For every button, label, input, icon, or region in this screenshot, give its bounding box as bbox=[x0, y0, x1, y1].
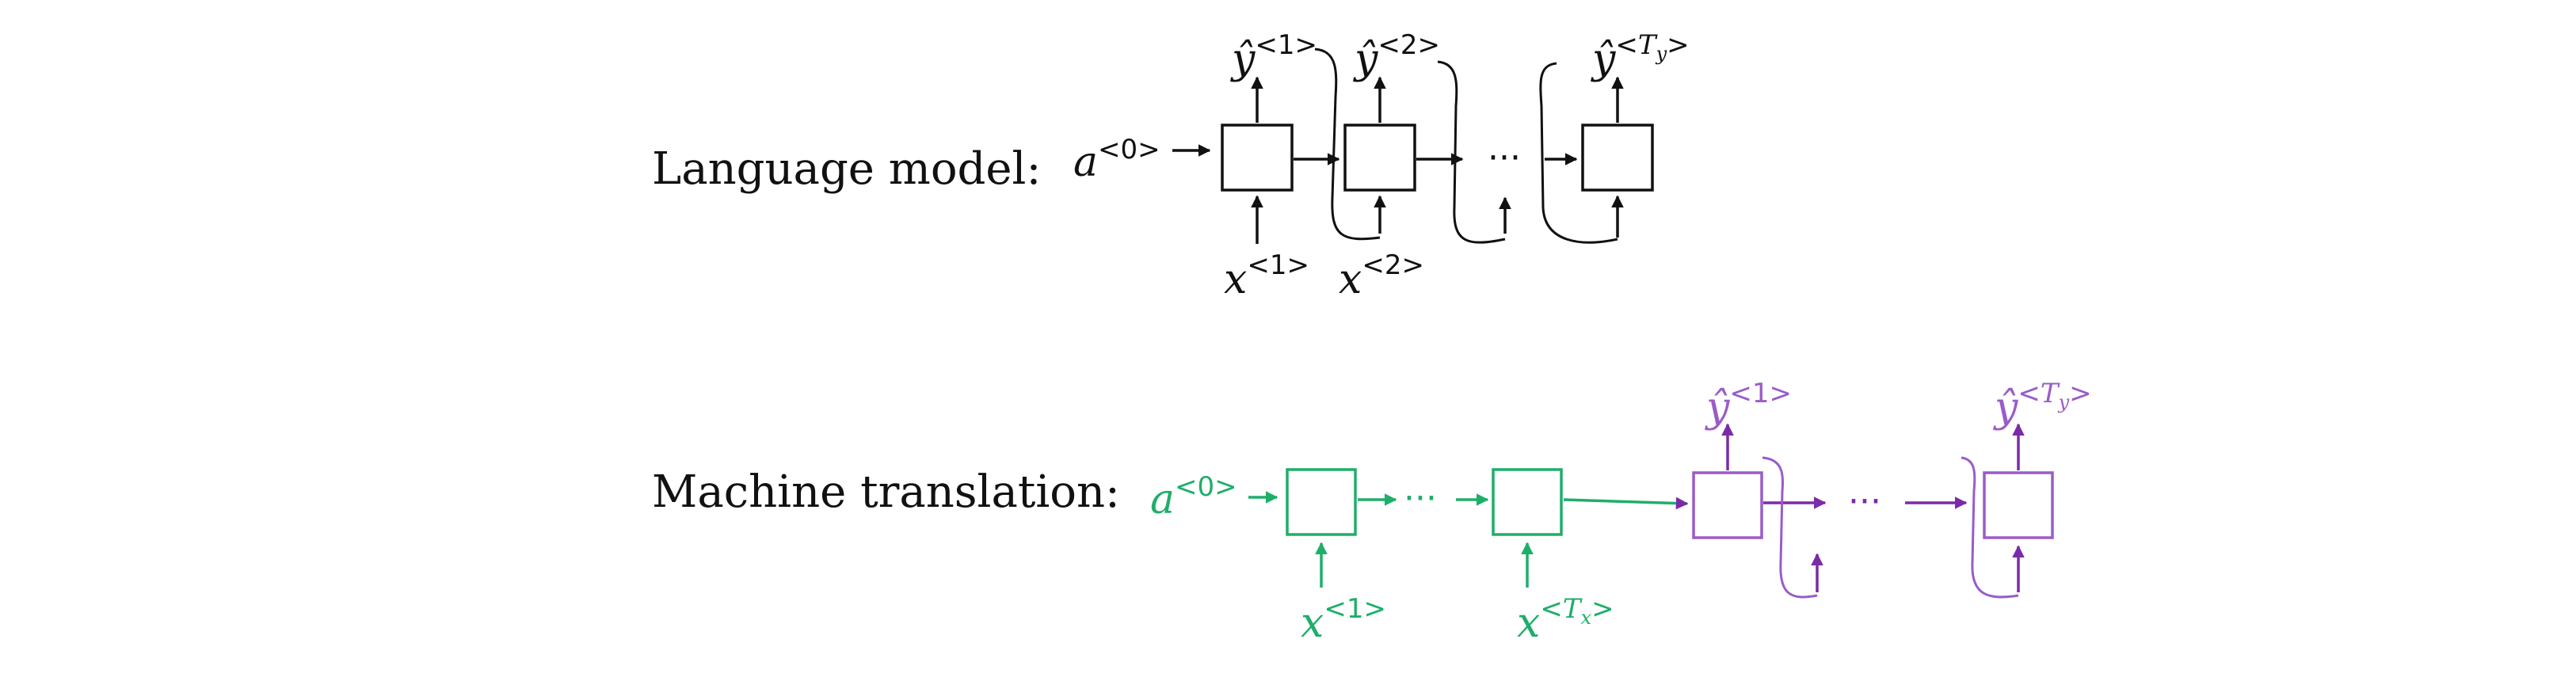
mt-xtx-label: x<Tx> bbox=[1517, 593, 1614, 647]
lm-x2-label: x<2> bbox=[1339, 249, 1424, 303]
lm-a0-label: a<0> bbox=[1073, 134, 1160, 186]
machine-translation-label: Machine translation: bbox=[652, 466, 1120, 518]
mt-a0-label: a<0> bbox=[1150, 471, 1237, 523]
lm-yty-label: ŷ<Ty> bbox=[1591, 29, 1690, 83]
lm-ellipsis: ··· bbox=[1488, 138, 1521, 178]
language-model-label: Language model: bbox=[652, 143, 1041, 195]
mt-feedback-curve-2 bbox=[1961, 456, 2019, 599]
lm-feedback-curve-1 bbox=[1314, 48, 1381, 241]
mt-decoder-ellipsis: ··· bbox=[1848, 481, 1881, 522]
mt-decoder-cell-1 bbox=[1692, 471, 1763, 539]
lm-y2-label: ŷ<2> bbox=[1353, 29, 1440, 83]
machine-translation-row: Machine translation: a<0> ··· x<1> x<Tx>… bbox=[652, 378, 2092, 647]
mt-x1-label: x<1> bbox=[1301, 593, 1386, 647]
lm-cell-ty bbox=[1581, 124, 1654, 192]
mt-feedback-curve-1 bbox=[1762, 456, 1818, 599]
lm-y1-label: ŷ<1> bbox=[1230, 29, 1317, 83]
lm-cell-2 bbox=[1343, 124, 1416, 192]
mt-yty-label: ŷ<Ty> bbox=[1993, 378, 2092, 432]
mt-encoder-to-decoder-arrow bbox=[1563, 496, 1689, 510]
mt-encoder-cell-tx bbox=[1492, 468, 1563, 536]
language-model-row: Language model: a<0> ··· ŷ<1> ŷ<2> ŷ<Ty>… bbox=[652, 29, 1690, 303]
lm-feedback-curve-2 bbox=[1437, 60, 1506, 244]
lm-feedback-curve-3 bbox=[1539, 62, 1618, 244]
lm-cell-1 bbox=[1221, 124, 1294, 192]
mt-encoder-ellipsis: ··· bbox=[1404, 478, 1437, 519]
mt-encoder-cell-1 bbox=[1286, 468, 1357, 536]
lm-x1-label: x<1> bbox=[1224, 249, 1309, 303]
mt-decoder-cell-ty bbox=[1983, 471, 2054, 539]
mt-y1-label: ŷ<1> bbox=[1705, 378, 1792, 432]
